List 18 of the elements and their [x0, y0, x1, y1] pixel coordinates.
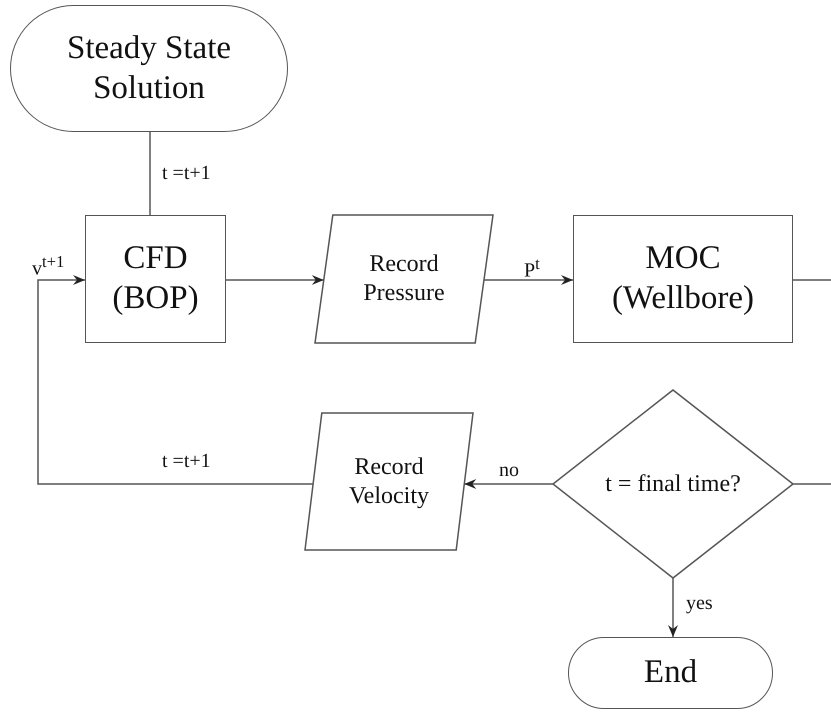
- arrow: [226, 275, 324, 285]
- node-label: CFD (BOP): [111, 239, 200, 318]
- connector-line: [149, 132, 151, 215]
- connector-line: [793, 279, 831, 281]
- node-label: End: [642, 653, 698, 692]
- arrow: [37, 275, 314, 485]
- arrow: [464, 479, 553, 489]
- process-box: [573, 215, 793, 343]
- variable-label: v$^{t+1}$: [31, 253, 66, 280]
- arrow: [484, 275, 573, 285]
- node-label: MOC (Wellbore): [610, 239, 756, 318]
- node-label: Record Pressure: [362, 250, 446, 308]
- node-label: t = final time?: [604, 470, 742, 498]
- node-label: Record Velocity: [348, 452, 430, 510]
- process-box: [85, 215, 226, 343]
- node-label: Steady State Solution: [66, 28, 232, 108]
- connector-line: [793, 483, 831, 485]
- arrow: [668, 578, 678, 637]
